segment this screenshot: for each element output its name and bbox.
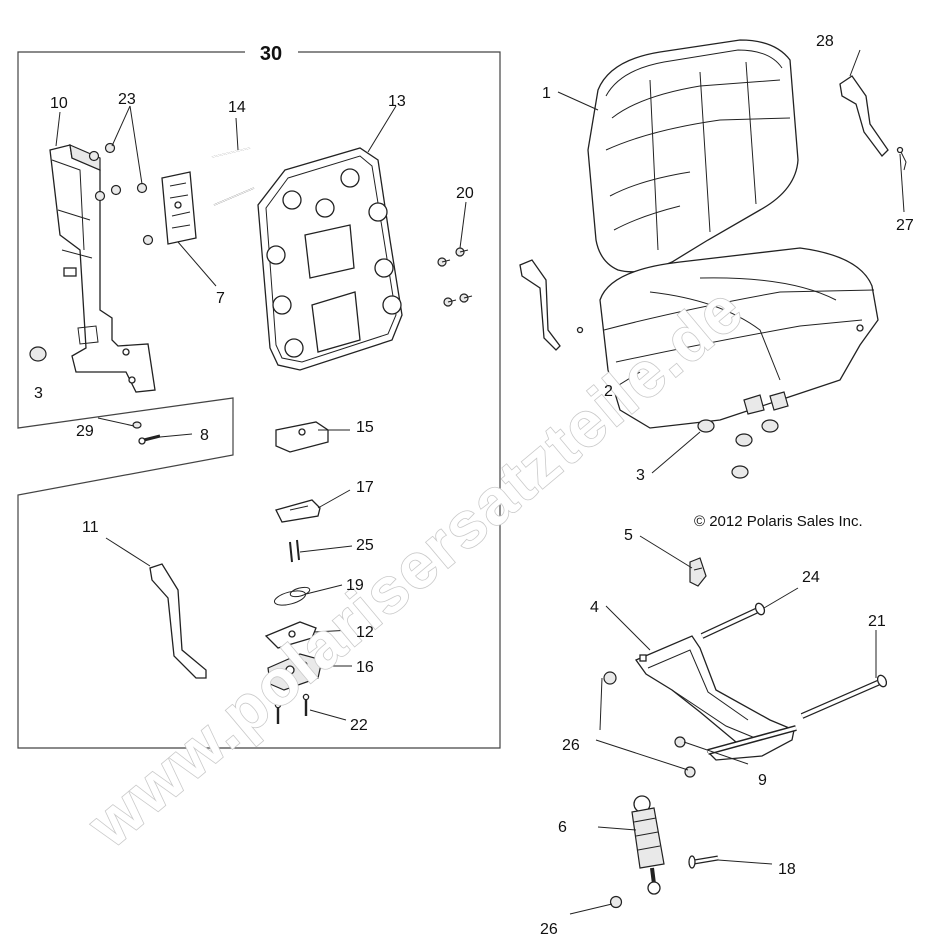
part-8-screw[interactable] [138,434,161,445]
part-16-latch-body[interactable] [267,653,323,691]
callout-13[interactable]: 13 [388,93,406,110]
callout-3-left[interactable]: 3 [34,385,43,402]
part-1-seat-back[interactable] [587,39,799,273]
part-26-nuts[interactable] [603,671,696,909]
callout-21[interactable]: 21 [868,613,886,630]
callout-26-lower[interactable]: 26 [540,921,558,938]
part-20-bolts[interactable] [437,247,473,307]
part-15-block[interactable] [275,421,329,453]
callout-7[interactable]: 7 [216,290,225,307]
part-29-washer[interactable] [132,421,142,429]
callout-3-right[interactable]: 3 [636,467,645,484]
leader-lines [55,49,905,915]
part-17-latch[interactable] [275,499,321,523]
group-30-label[interactable]: 30 [260,43,282,65]
callout-11[interactable]: 11 [82,519,99,536]
part-10-bracket[interactable] [49,144,156,393]
callout-26-upper[interactable]: 26 [562,737,580,754]
callout-6[interactable]: 6 [558,819,567,836]
part-19-spring[interactable] [273,586,311,608]
part-24-bolt[interactable] [700,602,766,639]
callout-23[interactable]: 23 [118,91,136,108]
seat-strap-left[interactable] [519,259,584,351]
callout-20[interactable]: 20 [456,185,474,202]
callout-9[interactable]: 9 [758,772,767,789]
part-25-pins[interactable] [289,539,300,563]
callout-numbers: 1 2 3 3 5 4 6 7 8 9 10 11 12 13 14 15 16… [34,33,914,938]
callout-15[interactable]: 15 [356,419,374,436]
callout-25[interactable]: 25 [356,537,374,554]
part-4-frame[interactable] [635,635,797,761]
callout-18[interactable]: 18 [778,861,796,878]
callout-12[interactable]: 12 [356,624,374,641]
part-3-bumper-left[interactable] [29,346,47,362]
part-5-fitting[interactable] [689,557,707,587]
part-7-plate[interactable] [161,171,197,245]
callout-4[interactable]: 4 [590,599,599,616]
callout-27[interactable]: 27 [896,217,914,234]
part-18-bolt[interactable] [688,855,719,869]
callout-14[interactable]: 14 [228,99,246,116]
callout-22[interactable]: 22 [350,717,368,734]
callout-29[interactable]: 29 [76,423,94,440]
callout-28[interactable]: 28 [816,33,834,50]
watermark-text: www.polarisersatzteile.de [74,272,757,861]
part-14-bolts[interactable] [211,147,255,206]
part-27-clip[interactable] [896,146,907,171]
part-9-nut[interactable] [674,736,686,748]
part-22-screws[interactable] [274,693,310,724]
callout-2[interactable]: 2 [604,383,613,400]
part-23-nuts[interactable] [88,142,154,246]
callout-5[interactable]: 5 [624,527,633,544]
part-6-shock[interactable] [631,795,665,895]
callout-24[interactable]: 24 [802,569,820,586]
callout-19[interactable]: 19 [346,577,364,594]
part-28-strap[interactable] [839,75,889,157]
callout-17[interactable]: 17 [356,479,374,496]
callout-1[interactable]: 1 [542,85,551,102]
callout-8[interactable]: 8 [200,427,209,444]
group-30-frame [17,51,501,749]
copyright-text: © 2012 Polaris Sales Inc. [694,513,863,530]
part-3-bumpers-right[interactable] [697,419,779,479]
callout-10[interactable]: 10 [50,95,68,112]
part-21-bolt[interactable] [800,674,888,719]
callout-16[interactable]: 16 [356,659,374,676]
part-13-base-plate[interactable] [257,147,403,371]
part-12-plate[interactable] [264,621,317,649]
part-2-seat-cushion[interactable] [599,247,879,429]
part-11-strap[interactable] [149,563,207,679]
